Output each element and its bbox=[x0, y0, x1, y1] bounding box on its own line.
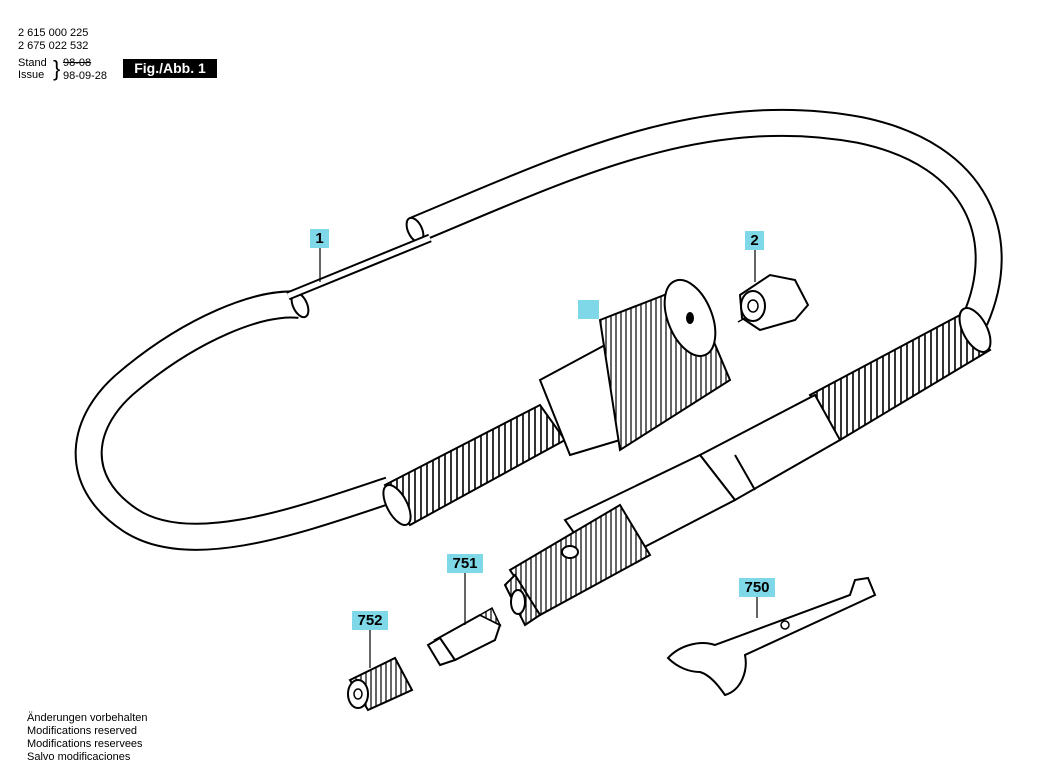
collet-nut bbox=[347, 656, 414, 712]
flexible-shaft-hose bbox=[74, 108, 1003, 551]
stand-label: Stand bbox=[18, 57, 47, 69]
footer-line-4: Salvo modificaciones bbox=[27, 751, 131, 763]
footer-line-2: Modifications reserved bbox=[27, 725, 138, 737]
footer-line-1: Änderungen vorbehalten bbox=[27, 712, 148, 724]
hex-nut bbox=[737, 273, 810, 332]
handpiece bbox=[503, 307, 992, 627]
inner-drive-shaft bbox=[286, 233, 432, 301]
footer-line-3: Modifications reservees bbox=[27, 738, 143, 750]
issue-date: 98-09-28 bbox=[63, 70, 108, 82]
callout-part-750: 750 bbox=[739, 578, 775, 597]
brace-glyph: } bbox=[53, 56, 61, 81]
part-number-2: 2 675 022 532 bbox=[18, 40, 89, 52]
footer-notice: Änderungen vorbehalten Modifications res… bbox=[27, 712, 147, 764]
callout-part-2: 2 bbox=[745, 231, 764, 250]
wrench bbox=[666, 576, 877, 697]
callout-part-1: 1 bbox=[310, 229, 329, 248]
callout-blank bbox=[578, 300, 599, 319]
stand-date: 98-08 bbox=[63, 57, 92, 69]
figure-label: Fig./Abb. 1 bbox=[123, 59, 217, 78]
part-number-1: 2 615 000 225 bbox=[18, 27, 89, 39]
motor-coupling bbox=[382, 279, 732, 527]
leader-lines bbox=[319, 248, 758, 668]
collet bbox=[426, 606, 502, 667]
callout-part-751: 751 bbox=[447, 554, 483, 573]
issue-label: Issue bbox=[18, 69, 45, 81]
callout-part-752: 752 bbox=[352, 611, 388, 630]
